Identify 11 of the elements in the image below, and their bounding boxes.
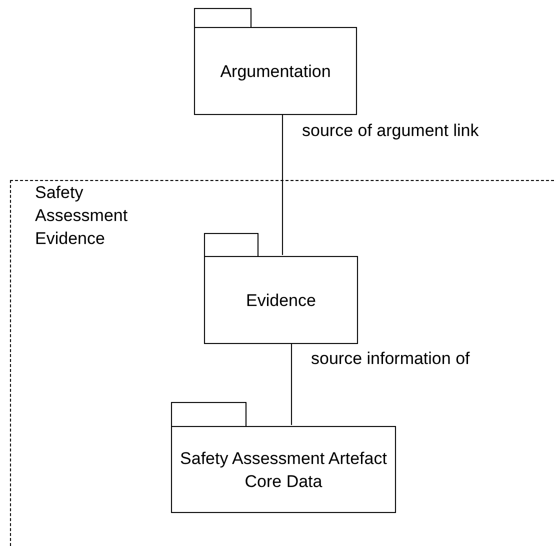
boundary-region (10, 180, 554, 546)
package-name: Evidence (245, 290, 317, 312)
package-name: Argumentation (219, 60, 332, 82)
package-name: Safety Assessment Artefact Core Data (179, 448, 388, 492)
package-box (204, 233, 358, 344)
edge-label: source of argument link (302, 121, 479, 141)
package-box (171, 402, 396, 513)
connector-line (282, 114, 283, 256)
region-label: Safety Assessment Evidence (35, 182, 129, 250)
package-box (194, 8, 357, 115)
connector-line (291, 342, 292, 426)
